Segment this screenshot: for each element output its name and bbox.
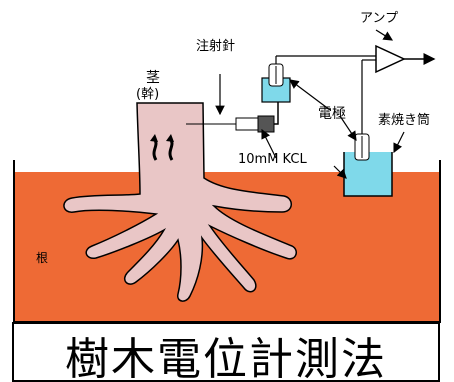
electrode-label: 電極 — [318, 106, 346, 122]
kcl-label: 10mM KCL — [238, 152, 307, 167]
root-label: 根 — [36, 251, 48, 265]
stem-label: 茎 — [146, 70, 160, 86]
trunk-paren-label: (幹) — [136, 86, 159, 102]
injection-needle-label: 注射針 — [196, 38, 235, 54]
amplifier-symbol — [375, 44, 406, 74]
caption-title: 樹木電位計測法 — [65, 334, 387, 382]
syringe-plunger — [257, 115, 275, 133]
caption-box: 樹木電位計測法 — [12, 322, 440, 382]
amplifier-label: アンプ — [360, 11, 398, 26]
syringe-tube — [274, 102, 279, 125]
tree-trunk-and-roots — [63, 102, 297, 302]
porous-cup-label: 素焼き筒 — [378, 112, 430, 128]
diagram-canvas: 注射針 アンプ 茎 (幹) 電極 素焼き筒 10mM KCL 根 — [13, 11, 441, 323]
